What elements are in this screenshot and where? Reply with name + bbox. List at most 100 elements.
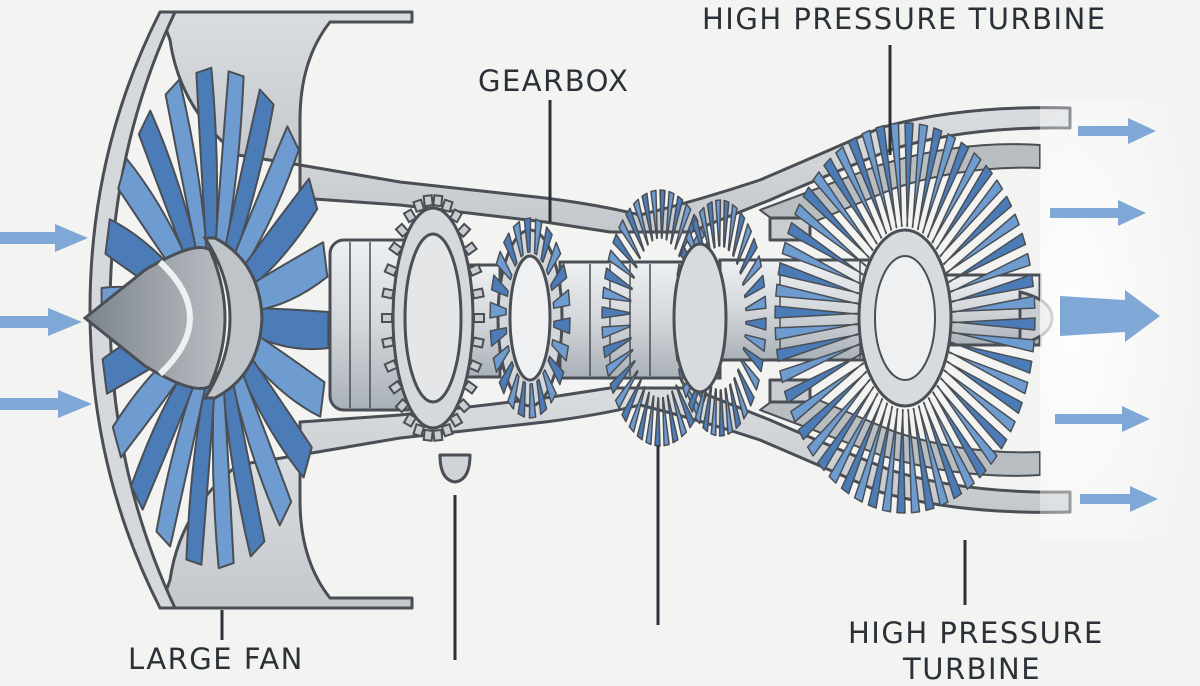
gear-tooth [473, 313, 485, 323]
turbine-blade [787, 221, 864, 276]
exhaust-arrows [1050, 118, 1160, 512]
compressor-blade [669, 195, 684, 245]
spinner [82, 236, 264, 400]
compressor-blade [739, 237, 758, 275]
arrow-right-icon [1055, 406, 1150, 432]
gear-tooth [440, 422, 454, 438]
compressor-blade [636, 391, 651, 441]
turbine-blade [931, 152, 982, 244]
turbine-blade [932, 391, 987, 479]
gear-blade [492, 345, 510, 373]
compressor-blade [735, 223, 753, 266]
gear-tooth [448, 412, 464, 428]
gear-tooth [412, 198, 426, 214]
compressor-blade [733, 376, 749, 420]
compressor-blade [618, 219, 641, 260]
gear-tooth [387, 379, 404, 395]
gear-tooth [381, 336, 395, 349]
turbine-blade [943, 369, 1016, 433]
turbine-blade [952, 317, 1036, 331]
turbine-blade [823, 157, 878, 245]
compressor-blade [666, 394, 679, 444]
turbine-blade [881, 408, 899, 513]
compressor-blade [602, 336, 632, 359]
gear-tooth [402, 412, 418, 428]
gear-blade [495, 250, 513, 281]
compressor-blade [665, 190, 675, 241]
turbine-blade [790, 362, 865, 423]
compressor-blade [604, 267, 633, 291]
gear-tooth [432, 194, 444, 208]
arrow-right-icon [1050, 200, 1146, 226]
gear-blade [507, 372, 520, 410]
turbine-blade [817, 386, 875, 472]
turbine-blade [939, 179, 1004, 258]
compressor-blade [621, 378, 642, 423]
compressor-blade [731, 211, 746, 258]
compressor-blade [736, 368, 755, 407]
compressor-blade [612, 233, 638, 269]
gear-tooth [432, 428, 444, 442]
gearbox-blade-ring [489, 217, 571, 419]
arrow-right-icon [1060, 290, 1160, 342]
compressor-blade [727, 203, 738, 252]
turbine-blade [781, 241, 862, 285]
turbine-blade [896, 409, 906, 514]
inlet-arrows [0, 224, 92, 418]
gear-tooth [394, 397, 410, 414]
label-high-pressure-turbine-top: HIGH PRESSURE TURBINE [702, 2, 1107, 36]
compressor-blade [675, 384, 695, 429]
gear-blade [547, 355, 565, 386]
gear-tooth [412, 422, 426, 438]
compressor-blade [661, 396, 670, 447]
turbine-blade [945, 213, 1020, 274]
compressor-hub [672, 242, 728, 394]
turbine-blade [840, 398, 884, 495]
gear-tooth [402, 208, 418, 224]
gear-tooth [383, 262, 399, 278]
gear-tooth [440, 198, 454, 214]
turbine-blade [940, 377, 1008, 450]
turbine-blades [774, 122, 1036, 514]
compressor-blade [745, 317, 767, 331]
compressor-blade [601, 306, 631, 319]
compressor-blade [607, 249, 635, 279]
turbine-blade [917, 405, 949, 507]
turbine-blade [950, 252, 1031, 293]
turbine-blade [916, 127, 943, 231]
gear-tooth [422, 428, 434, 442]
gear-tooth [456, 397, 472, 414]
turbine-blade [806, 378, 871, 457]
gear-blade [553, 317, 571, 335]
gear-blade [533, 218, 543, 256]
compressor-blade [605, 348, 634, 377]
compressor-blade [601, 286, 632, 303]
gear-blade [551, 338, 570, 362]
turbine-blade [922, 401, 963, 500]
gear-tooth [448, 208, 464, 224]
compressor-blade [718, 389, 725, 437]
turbine-blade [794, 203, 867, 267]
compressor-blade [710, 388, 718, 437]
compressor-blade [659, 189, 666, 239]
turbine-blade [951, 273, 1035, 303]
gear-tooth [462, 379, 479, 395]
compressor-blade [722, 199, 730, 248]
turbine-blade [935, 164, 993, 250]
turbine-blade [774, 322, 858, 341]
turbine-blade [911, 123, 929, 228]
compressor-blade [628, 385, 646, 433]
turbine-blade [783, 352, 862, 404]
gear-blade [498, 360, 515, 395]
gear-tooth [381, 287, 395, 300]
gear-tooth [467, 262, 483, 278]
compressor-blade [674, 203, 692, 251]
turbine-blade [797, 370, 868, 441]
compressor-blade [609, 359, 636, 394]
turbine-blade [927, 397, 975, 490]
turbine-blade [828, 392, 879, 484]
gear-tooth [467, 358, 483, 374]
turbine-blade [867, 405, 894, 509]
turbine-blade [779, 343, 860, 384]
